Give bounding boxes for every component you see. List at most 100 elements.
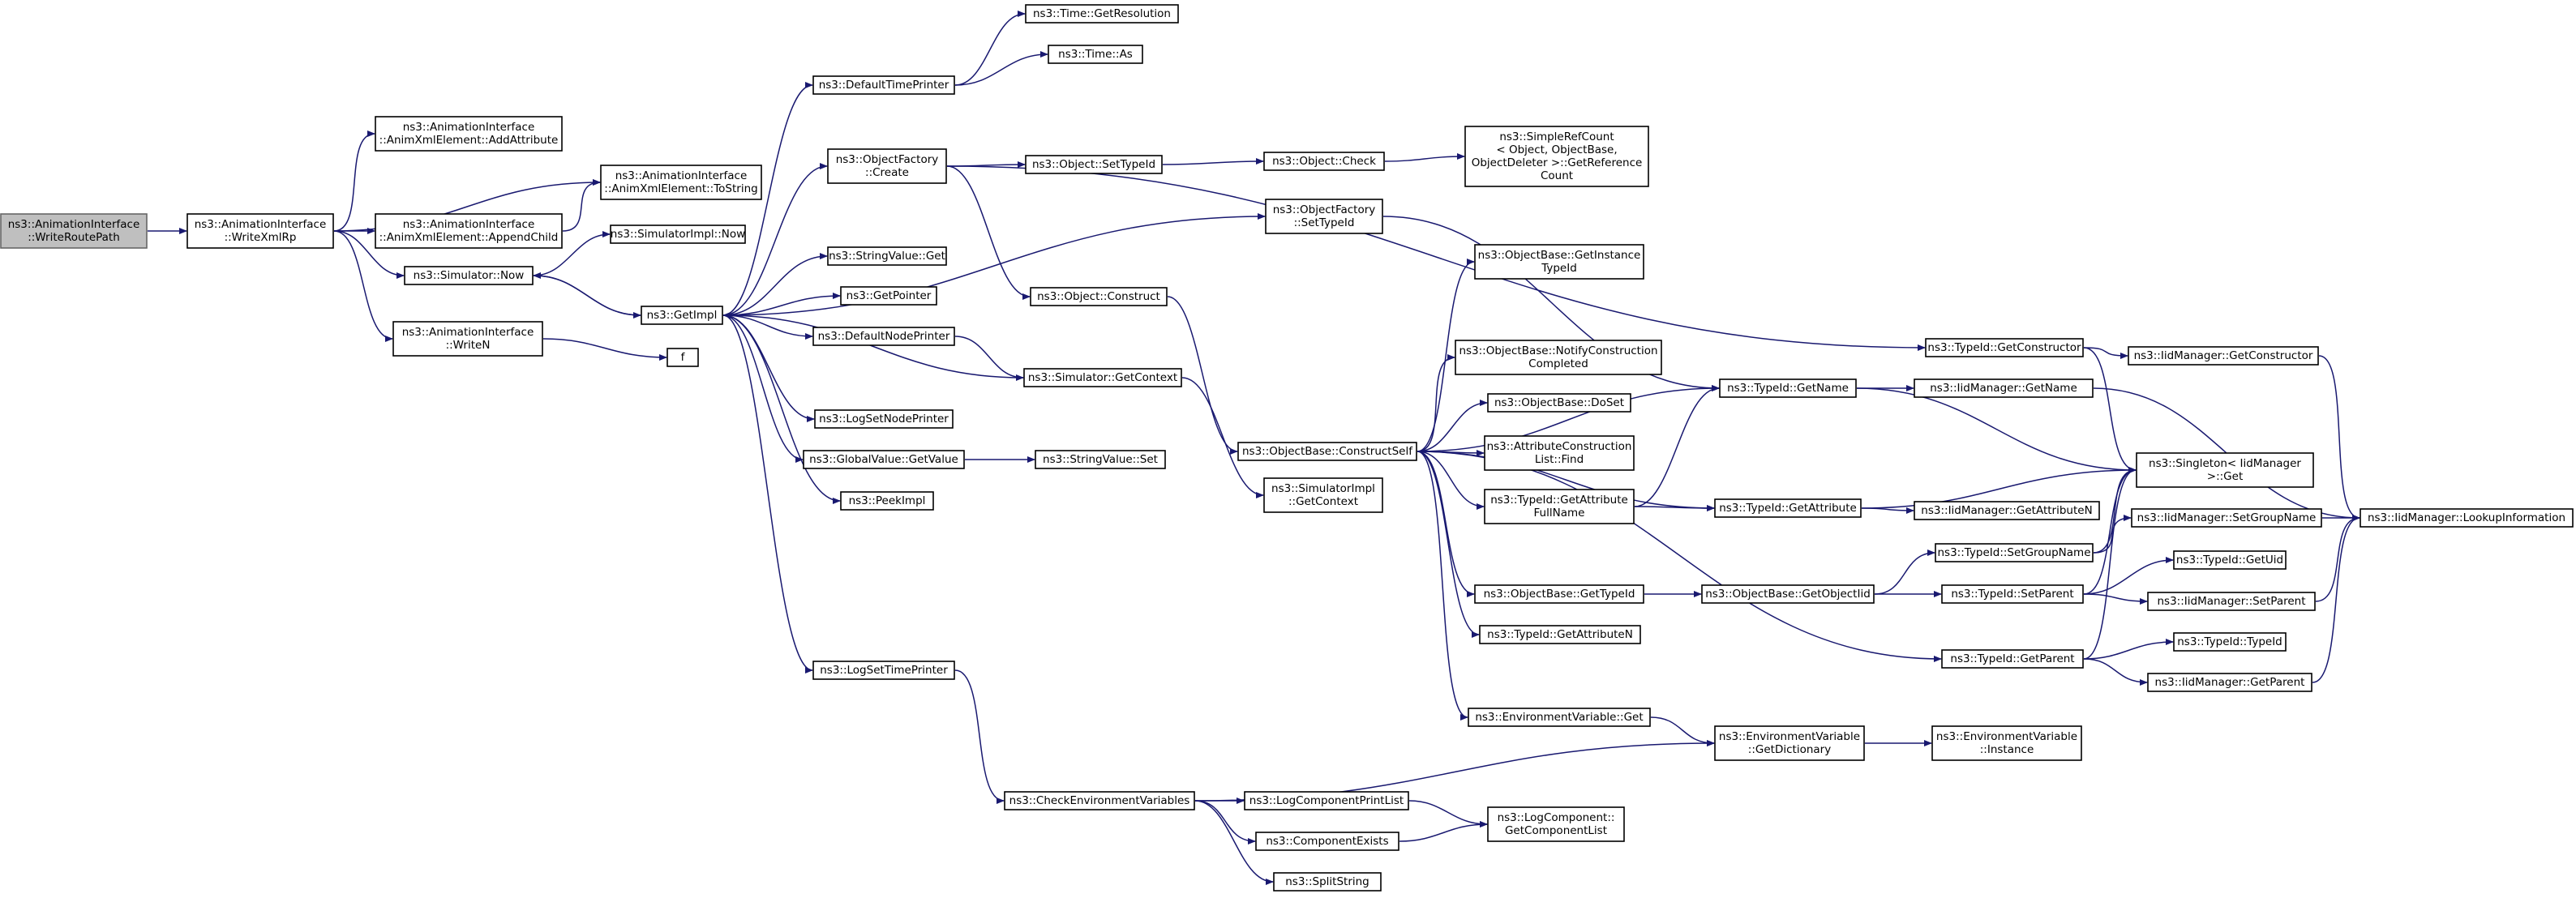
node-logComponentPrintList[interactable]: ns3::LogComponentPrintList — [1244, 791, 1409, 810]
node-defaultTimePrinter[interactable]: ns3::DefaultTimePrinter — [812, 75, 955, 95]
edge-getImpl-to-objectFactorySetTypeId — [722, 213, 1266, 316]
node-label: ns3::IidManager::GetParent — [2155, 676, 2305, 689]
edge-simulatorGetContext-to-getImpl — [722, 312, 1024, 378]
edge-defaultTimePrinter-to-timeGetResolution — [954, 11, 1026, 86]
node-label: GetComponentList — [1505, 824, 1607, 837]
node-typeIdGetAttribute[interactable]: ns3::TypeId::GetAttribute — [1714, 498, 1862, 518]
edge-getImpl-to-defaultNodePrinter — [722, 314, 813, 340]
node-stringValueGet[interactable]: ns3::StringValue::Get — [827, 246, 947, 266]
node-label: ns3::AnimationInterface — [402, 326, 534, 339]
node-logSetNodePrinter[interactable]: ns3::LogSetNodePrinter — [814, 409, 954, 429]
node-writeXmlRp[interactable]: ns3::AnimationInterface::WriteXmlRp — [186, 213, 334, 249]
node-iidGetName[interactable]: ns3::IidManager::GetName — [1914, 378, 2094, 398]
node-box — [1273, 872, 1382, 892]
node-box — [2131, 508, 2322, 528]
node-addAttribute[interactable]: ns3::AnimationInterface::AnimXmlElement:… — [375, 116, 563, 152]
node-iidGetConstructor[interactable]: ns3::IidManager::GetConstructor — [2128, 346, 2319, 366]
node-box — [827, 148, 947, 184]
node-iidGetParent[interactable]: ns3::IidManager::GetParent — [2147, 673, 2312, 692]
node-typeIdGetAttributeN[interactable]: ns3::TypeId::GetAttributeN — [1479, 625, 1641, 644]
node-label: ::WriteN — [446, 339, 491, 352]
node-box — [1035, 450, 1166, 469]
node-box — [1464, 126, 1649, 187]
node-typeIdGetUid[interactable]: ns3::TypeId::GetUid — [2173, 550, 2287, 570]
edge-objectCheck-to-simpleRefCount — [1384, 153, 1465, 162]
node-simulatorGetContext[interactable]: ns3::Simulator::GetContext — [1023, 368, 1182, 387]
node-singletonGet[interactable]: ns3::Singleton< IidManager>::Get — [2136, 452, 2314, 488]
edge-writeXmlRp-to-addAttribute — [333, 130, 375, 232]
node-label: ns3::ObjectBase::GetInstance — [1478, 249, 1641, 262]
node-typeIdSetParent[interactable]: ns3::TypeId::SetParent — [1941, 584, 2084, 604]
node-appendChild[interactable]: ns3::AnimationInterface::AnimXmlElement:… — [375, 213, 563, 249]
node-objectFactorySetTypeId[interactable]: ns3::ObjectFactory::SetTypeId — [1265, 199, 1383, 234]
node-label: < Object, ObjectBase, — [1496, 143, 1617, 156]
node-envVarInstance[interactable]: ns3::EnvironmentVariable::Instance — [1931, 725, 2082, 761]
node-typeIdGetParent[interactable]: ns3::TypeId::GetParent — [1941, 649, 2084, 669]
node-defaultNodePrinter[interactable]: ns3::DefaultNodePrinter — [812, 327, 955, 346]
node-box — [2173, 550, 2287, 570]
node-label: ns3::Time::As — [1058, 48, 1133, 61]
node-constructSelf[interactable]: ns3::ObjectBase::ConstructSelf — [1237, 442, 1417, 461]
node-objectCheck[interactable]: ns3::Object::Check — [1263, 152, 1385, 171]
node-label: ns3::ObjectFactory — [836, 153, 939, 166]
node-objectSetTypeId[interactable]: ns3::Object::SetTypeId — [1025, 155, 1163, 174]
edge-logComponentPrintList-to-getComponentList — [1408, 800, 1488, 827]
node-label: ns3::SimpleRefCount — [1499, 130, 1614, 143]
node-envVarGet[interactable]: ns3::EnvironmentVariable::Get — [1468, 708, 1651, 727]
node-label: ::Instance — [1980, 743, 2034, 756]
node-logSetTimePrinter[interactable]: ns3::LogSetTimePrinter — [812, 661, 955, 680]
node-typeIdGetConstructor[interactable]: ns3::TypeId::GetConstructor — [1925, 338, 2084, 357]
node-label: ::WriteXmlRp — [225, 231, 297, 244]
node-label: ns3::LogComponent:: — [1498, 811, 1615, 824]
node-f[interactable]: f — [667, 348, 699, 367]
node-timeAs[interactable]: ns3::Time::As — [1048, 45, 1143, 64]
node-globalValueGetValue[interactable]: ns3::GlobalValue::GetValue — [803, 450, 965, 469]
node-doSet[interactable]: ns3::ObjectBase::DoSet — [1487, 393, 1631, 413]
node-objectFactoryCreate[interactable]: ns3::ObjectFactory::Create — [827, 148, 947, 184]
node-getComponentList[interactable]: ns3::LogComponent::GetComponentList — [1487, 806, 1625, 842]
node-box — [1048, 45, 1143, 64]
node-envVarGetDictionary[interactable]: ns3::EnvironmentVariable::GetDictionary — [1714, 725, 1865, 761]
node-timeGetResolution[interactable]: ns3::Time::GetResolution — [1025, 4, 1179, 24]
node-label: ns3::AnimationInterface — [403, 121, 535, 134]
node-stringValueSet[interactable]: ns3::StringValue::Set — [1035, 450, 1166, 469]
node-checkEnvVars[interactable]: ns3::CheckEnvironmentVariables — [1004, 791, 1195, 810]
node-simulatorNow[interactable]: ns3::Simulator::Now — [404, 266, 534, 285]
edge-constructSelf-to-doSet — [1417, 400, 1488, 452]
node-simImplGetContext[interactable]: ns3::SimulatorImpl::GetContext — [1263, 477, 1383, 513]
node-getObjectIid[interactable]: ns3::ObjectBase::GetObjectIid — [1701, 584, 1875, 604]
node-typeIdGetName[interactable]: ns3::TypeId::GetName — [1719, 378, 1857, 398]
node-iidGetAttributeN[interactable]: ns3::IidManager::GetAttributeN — [1914, 501, 2100, 520]
node-toString[interactable]: ns3::AnimationInterface::AnimXmlElement:… — [600, 165, 762, 200]
node-label: ns3::PeekImpl — [849, 494, 926, 507]
node-box — [2147, 673, 2312, 692]
edge-getImpl-to-peekImpl — [722, 314, 841, 504]
node-iidSetParent[interactable]: ns3::IidManager::SetParent — [2147, 592, 2316, 611]
node-splitString[interactable]: ns3::SplitString — [1273, 872, 1382, 892]
node-objectBaseGetTypeId[interactable]: ns3::ObjectBase::GetTypeId — [1474, 584, 1644, 604]
node-iidSetGroupName[interactable]: ns3::IidManager::SetGroupName — [2131, 508, 2322, 528]
node-getPointer[interactable]: ns3::GetPointer — [840, 286, 937, 306]
node-simImplNow[interactable]: ns3::SimulatorImpl::Now — [610, 224, 746, 244]
node-writeRoutePath[interactable]: ns3::AnimationInterface::WriteRoutePath — [0, 213, 148, 249]
node-iidLookupInformation[interactable]: ns3::IidManager::LookupInformation — [2360, 508, 2574, 528]
node-componentExists[interactable]: ns3::ComponentExists — [1255, 832, 1399, 851]
node-notifyConstructionCompleted[interactable]: ns3::ObjectBase::NotifyConstructionCompl… — [1455, 340, 1662, 375]
node-simpleRefCount[interactable]: ns3::SimpleRefCount< Object, ObjectBase,… — [1464, 126, 1649, 187]
node-writeN[interactable]: ns3::AnimationInterface::WriteN — [392, 321, 543, 357]
node-label: ns3::EnvironmentVariable::Get — [1475, 711, 1643, 724]
node-typeIdTypeId[interactable]: ns3::TypeId::TypeId — [2173, 632, 2287, 652]
node-box — [1025, 155, 1163, 174]
node-box — [1714, 725, 1865, 761]
node-typeIdSetGroupName[interactable]: ns3::TypeId::SetGroupName — [1935, 543, 2094, 562]
edge-objectConstruct-to-constructSelf — [1167, 296, 1238, 455]
edge-writeXmlRp-to-writeN — [333, 230, 393, 342]
node-label: ns3::TypeId::SetGroupName — [1937, 546, 2090, 559]
node-peekImpl[interactable]: ns3::PeekImpl — [840, 491, 934, 511]
node-getImpl[interactable]: ns3::GetImpl — [641, 306, 723, 325]
node-objectConstruct[interactable]: ns3::Object::Construct — [1030, 287, 1168, 306]
